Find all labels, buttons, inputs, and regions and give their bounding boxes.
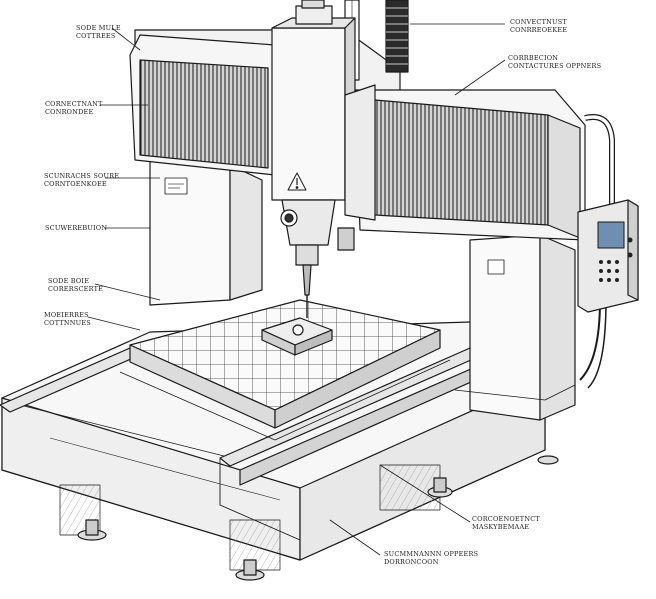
label-line: Scuwerebuion xyxy=(45,224,108,232)
label-line: Conrreoekee xyxy=(510,26,568,34)
control-panel-screen-icon xyxy=(597,221,625,249)
front-rail xyxy=(0,347,481,541)
label-convectnust: Convectnust Conrreoekee xyxy=(510,18,567,34)
label-line: Dorroncoon xyxy=(384,558,439,566)
label-sode-mule: Sode mule Cottrees xyxy=(76,24,121,40)
label-corrbecion: Corrbecion Contactures Oppners xyxy=(508,54,601,70)
warning-triangle-icon xyxy=(287,172,307,191)
leader-lines xyxy=(87,23,506,556)
label-line: Corcoenoetnct xyxy=(472,515,540,523)
spindle-head xyxy=(271,0,376,318)
label-line: Scunrachs Soure xyxy=(44,172,120,180)
label-line: Cornectnant xyxy=(45,100,103,108)
label-cornectnant: Cornectnant Conrondee xyxy=(45,100,103,116)
label-line: Maskybemaae xyxy=(472,523,530,531)
label-line: Sucmmnannn Oppeers xyxy=(384,550,479,558)
label-line: Corntoenkoee xyxy=(44,180,107,188)
coolant-pipe xyxy=(579,114,615,389)
fixture-vise xyxy=(261,317,333,356)
control-panel xyxy=(577,199,639,313)
label-sucmmnannn: Sucmmnannn Oppeers Dorroncoon xyxy=(384,550,478,566)
label-scunrachs: Scunrachs Soure Corntoenkoee xyxy=(44,172,119,188)
label-sode-boie: Sode Boie Corerscerte xyxy=(48,277,103,293)
right-column xyxy=(454,234,576,421)
label-line: Convectnust xyxy=(510,18,567,26)
work-table xyxy=(119,299,451,441)
label-line: Sode mule xyxy=(76,24,121,32)
label-scuwerebuion: Scuwerebuion xyxy=(45,224,107,232)
label-moeierres: Moeierres Cottnnues xyxy=(44,311,91,327)
label-line: Conrondee xyxy=(45,108,94,116)
label-line: Corerscerte xyxy=(48,285,104,293)
left-column xyxy=(149,159,263,306)
label-line: Contactures Oppners xyxy=(508,62,602,70)
leveling-feet xyxy=(77,455,559,581)
label-corcoenoetnct: Corcoenoetnct Maskybemaae xyxy=(472,515,540,531)
label-line: Cottnnues xyxy=(44,319,91,327)
label-line: Cottrees xyxy=(76,32,116,40)
label-line: Corrbecion xyxy=(508,54,559,62)
gantry-beam xyxy=(129,29,586,241)
label-line: Moeierres xyxy=(44,311,89,319)
label-line: Sode Boie xyxy=(48,277,90,285)
